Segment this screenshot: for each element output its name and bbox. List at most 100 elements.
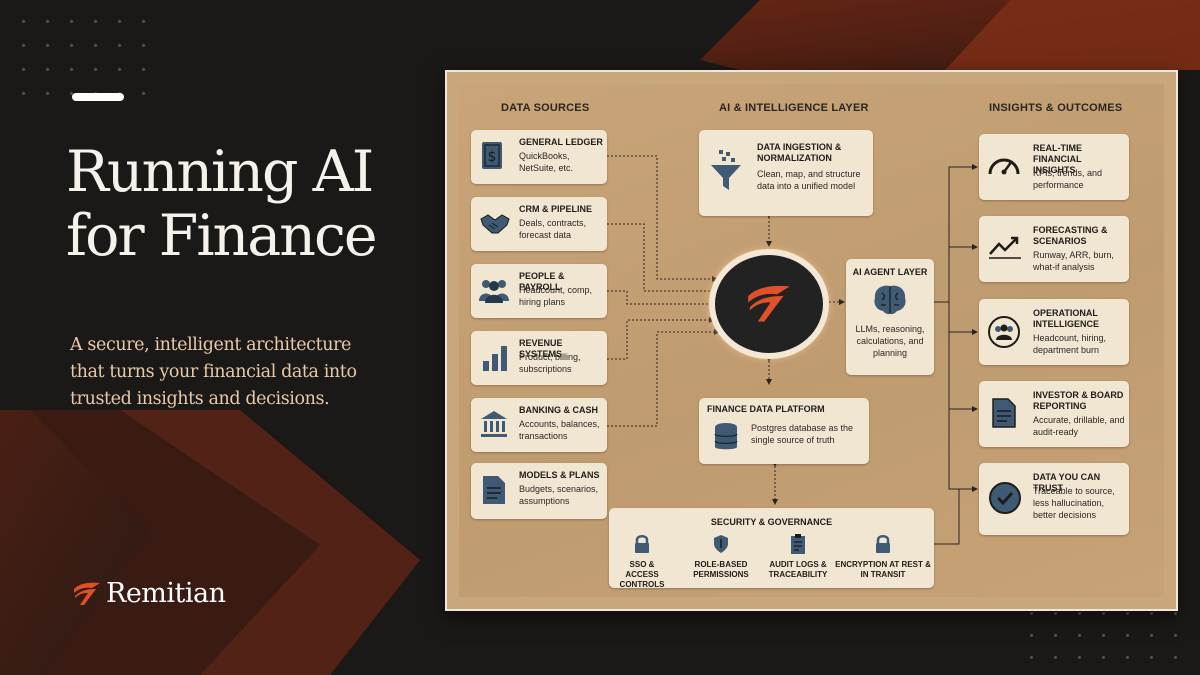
connector-lines xyxy=(607,155,978,545)
source-title: REVENUE SYSTEMS xyxy=(519,338,563,359)
ledger-icon: $ xyxy=(482,142,502,169)
source-desc: QuickBooks, NetSuite, etc. xyxy=(519,151,574,173)
dot xyxy=(22,92,25,95)
dot xyxy=(94,68,97,71)
dot xyxy=(118,44,121,47)
insight-desc: Runway, ARR, burn, what-if analysis xyxy=(1033,250,1114,272)
security-item-label: SSO & ACCESS CONTROLS xyxy=(619,560,665,589)
dot xyxy=(70,44,73,47)
insight-card-operational: OPERATIONAL INTELLIGENCE Headcount, hiri… xyxy=(979,299,1129,365)
column-title-sources: DATA SOURCES xyxy=(501,102,590,114)
architecture-diagram: DATA SOURCES AI & INTELLIGENCE LAYER INS… xyxy=(445,70,1178,611)
dot xyxy=(142,44,145,47)
source-card-models: MODELS & PLANS Budgets, scenarios, assum… xyxy=(471,463,607,519)
source-card-general-ledger: $ GENERAL LEDGER QuickBooks, NetSuite, e… xyxy=(471,130,607,184)
bar-chart-icon xyxy=(483,346,507,371)
dot xyxy=(1150,612,1153,615)
dot xyxy=(94,44,97,47)
source-desc: Accounts, balances, transactions xyxy=(519,419,600,441)
platform-title: FINANCE DATA PLATFORM xyxy=(707,404,825,414)
dot xyxy=(94,20,97,23)
agent-title: AI AGENT LAYER xyxy=(852,267,928,277)
ai-hub xyxy=(709,249,829,359)
dot xyxy=(1078,612,1081,615)
headline-line-1: Running AI xyxy=(66,139,374,205)
insight-card-forecasting: FORECASTING & SCENARIOS Runway, ARR, bur… xyxy=(979,216,1129,282)
dot xyxy=(142,92,145,95)
dot xyxy=(1054,656,1057,659)
dot xyxy=(70,92,73,95)
dot xyxy=(1126,634,1129,637)
source-title: BANKING & CASH xyxy=(519,405,599,415)
dot xyxy=(1102,656,1105,659)
dot xyxy=(46,44,49,47)
dot xyxy=(46,20,49,23)
svg-text:$: $ xyxy=(488,149,497,165)
headline-line-2: for Finance xyxy=(66,203,378,269)
insight-title: OPERATIONAL INTELLIGENCE xyxy=(1033,308,1100,329)
dot xyxy=(22,44,25,47)
finance-platform-card: FINANCE DATA PLATFORM Postgres database … xyxy=(699,398,869,464)
security-item-label: AUDIT LOGS & TRACEABILITY xyxy=(768,560,828,579)
trend-icon xyxy=(989,236,1021,259)
insight-title: INVESTOR & BOARD REPORTING xyxy=(1033,390,1124,411)
remitian-mark-icon xyxy=(74,582,100,605)
insight-title: REAL-TIME FINANCIAL INSIGHTS xyxy=(1033,143,1082,175)
lock-icon xyxy=(876,535,890,553)
dot xyxy=(46,68,49,71)
clipboard-icon xyxy=(791,534,805,554)
dot xyxy=(1030,656,1033,659)
security-item-label: ENCRYPTION AT REST & IN TRANSIT xyxy=(835,560,931,579)
dot xyxy=(1054,612,1057,615)
dot xyxy=(1054,634,1057,637)
insight-desc: Traceable to source, less hallucination,… xyxy=(1033,486,1115,520)
lock-icon xyxy=(635,535,649,553)
dot xyxy=(1150,656,1153,659)
database-icon xyxy=(714,423,738,450)
dot xyxy=(1150,634,1153,637)
dot xyxy=(1030,634,1033,637)
insight-card-reporting: INVESTOR & BOARD REPORTING Accurate, dri… xyxy=(979,381,1129,447)
dot xyxy=(1174,612,1177,615)
dot xyxy=(22,68,25,71)
dot xyxy=(1102,612,1105,615)
platform-desc: Postgres database as the single source o… xyxy=(751,423,854,445)
brand-name: Remitian xyxy=(106,578,226,609)
handshake-icon xyxy=(480,214,510,234)
dot xyxy=(70,20,73,23)
column-title-insights: INSIGHTS & OUTCOMES xyxy=(989,102,1123,114)
ai-hub-core xyxy=(715,255,823,353)
source-card-banking: BANKING & CASH Accounts, balances, trans… xyxy=(471,398,607,452)
source-title: CRM & PIPELINE xyxy=(519,204,593,214)
subtext: A secure, intelligent architecture that … xyxy=(70,335,357,409)
security-title: SECURITY & GOVERNANCE xyxy=(710,517,833,527)
dot xyxy=(1126,656,1129,659)
security-card: SECURITY & GOVERNANCE SSO & ACCESS CONTR… xyxy=(609,508,934,589)
agent-desc: LLMs, reasoning, calculations, and plann… xyxy=(855,324,925,358)
check-circle-icon xyxy=(989,482,1021,514)
dot xyxy=(118,68,121,71)
funnel-icon xyxy=(711,150,741,190)
security-item-label: ROLE-BASED PERMISSIONS xyxy=(693,560,749,579)
dot xyxy=(1174,656,1177,659)
ai-agent-card: AI AGENT LAYER LLMs, reasoning, calculat… xyxy=(846,259,934,375)
dot xyxy=(46,92,49,95)
dot xyxy=(1174,634,1177,637)
remitian-mark-icon xyxy=(748,285,790,322)
source-desc: Headcount, comp, hiring plans xyxy=(519,285,593,307)
gauge-icon xyxy=(988,158,1020,175)
ingestion-card: DATA INGESTION & NORMALIZATION Clean, ma… xyxy=(699,130,873,216)
team-circle-icon xyxy=(988,316,1020,348)
brain-icon xyxy=(874,285,906,315)
dot xyxy=(1030,612,1033,615)
headline: Running AI for Finance xyxy=(66,140,426,268)
source-desc: Deals, contracts, forecast data xyxy=(519,218,587,240)
report-icon xyxy=(992,398,1016,428)
people-icon xyxy=(479,280,509,303)
dot xyxy=(1126,612,1129,615)
diagram-canvas: DATA SOURCES AI & INTELLIGENCE LAYER INS… xyxy=(459,84,1164,597)
insight-desc: KPIs, trends, and performance xyxy=(1033,168,1103,190)
source-card-crm: CRM & PIPELINE Deals, contracts, forecas… xyxy=(471,197,607,251)
dot xyxy=(1078,634,1081,637)
